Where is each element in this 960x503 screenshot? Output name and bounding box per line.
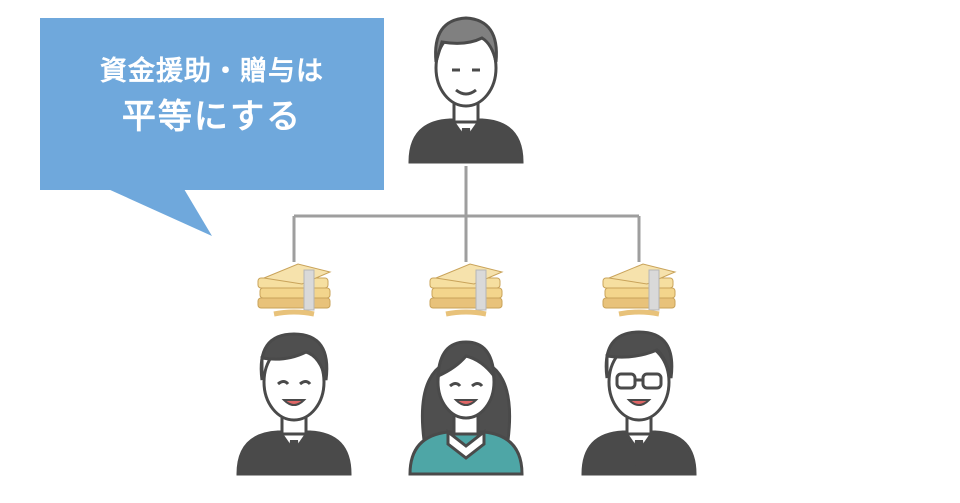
speech-bubble — [40, 18, 384, 236]
parent-man-icon — [408, 16, 524, 164]
callout-line-1: 資金援助・贈与は — [100, 56, 324, 87]
tree-connectors — [292, 166, 641, 262]
cash-bundle-icon — [257, 263, 332, 317]
cash-bundle-icon — [429, 263, 504, 317]
callout-line-2: 平等にする — [121, 97, 303, 137]
son-with-glasses-icon — [581, 330, 697, 476]
daughter-icon — [408, 340, 524, 476]
callout-text: 資金援助・贈与は 平等にする — [40, 52, 384, 142]
cash-bundle-icon — [602, 263, 677, 317]
son-icon — [236, 332, 352, 476]
